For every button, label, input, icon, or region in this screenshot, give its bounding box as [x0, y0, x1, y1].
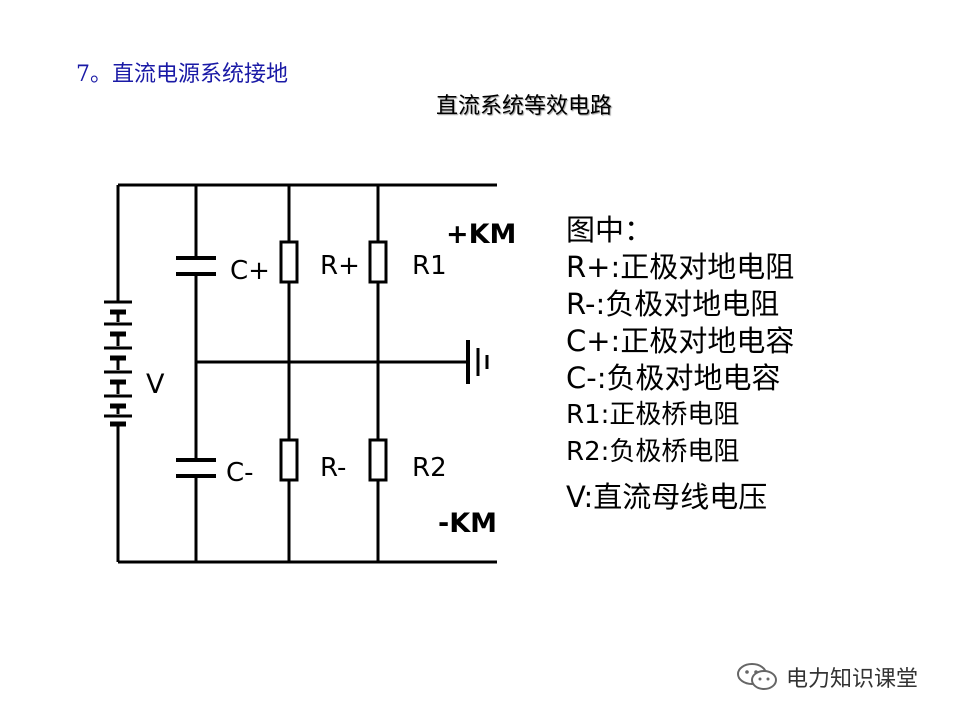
legend-item: V:直流母线电压 [566, 480, 768, 514]
r1-resistor [368, 240, 388, 284]
battery-symbol [104, 300, 132, 427]
legend-item: R-:负极对地电阻 [566, 287, 780, 321]
pos-bus-label: +KM [446, 219, 516, 250]
legend-box: 图中： R+:正极对地电阻 R-:负极对地电阻 C+:正极对地电容 C-:负极对… [566, 212, 794, 516]
neg-bus-label: -KM [438, 508, 497, 539]
circuit-wires [116, 183, 497, 564]
r2-resistor [368, 438, 388, 482]
legend-item: R+:正极对地电阻 [566, 250, 795, 284]
r2-label: R2 [412, 453, 447, 483]
c-pos-label: C+ [230, 256, 270, 286]
watermark: 电力知识课堂 [736, 662, 918, 692]
battery-label: V [146, 369, 165, 400]
c-pos-capacitor [176, 256, 216, 276]
legend-item: C+:正极对地电容 [566, 324, 795, 358]
c-neg-label: C- [226, 458, 254, 488]
slide-title: 7。直流电源系统接地 [76, 62, 288, 87]
legend-item: R1:正极桥电阻 [566, 400, 740, 430]
r-neg-resistor [279, 438, 299, 482]
r-pos-label: R+ [320, 251, 360, 281]
legend-item: C-:负极对地电容 [566, 361, 781, 395]
r-neg-label: R- [320, 453, 346, 483]
r-pos-resistor [279, 240, 299, 284]
legend-item: R2:负极桥电阻 [566, 437, 740, 467]
r1-label: R1 [412, 251, 447, 281]
wechat-icon [737, 663, 777, 690]
c-neg-capacitor [176, 458, 216, 478]
diagram-title: 直流系统等效电路 [436, 94, 613, 119]
ground-icon [466, 340, 489, 384]
watermark-text: 电力知识课堂 [786, 667, 919, 692]
legend-heading: 图中： [566, 213, 654, 247]
